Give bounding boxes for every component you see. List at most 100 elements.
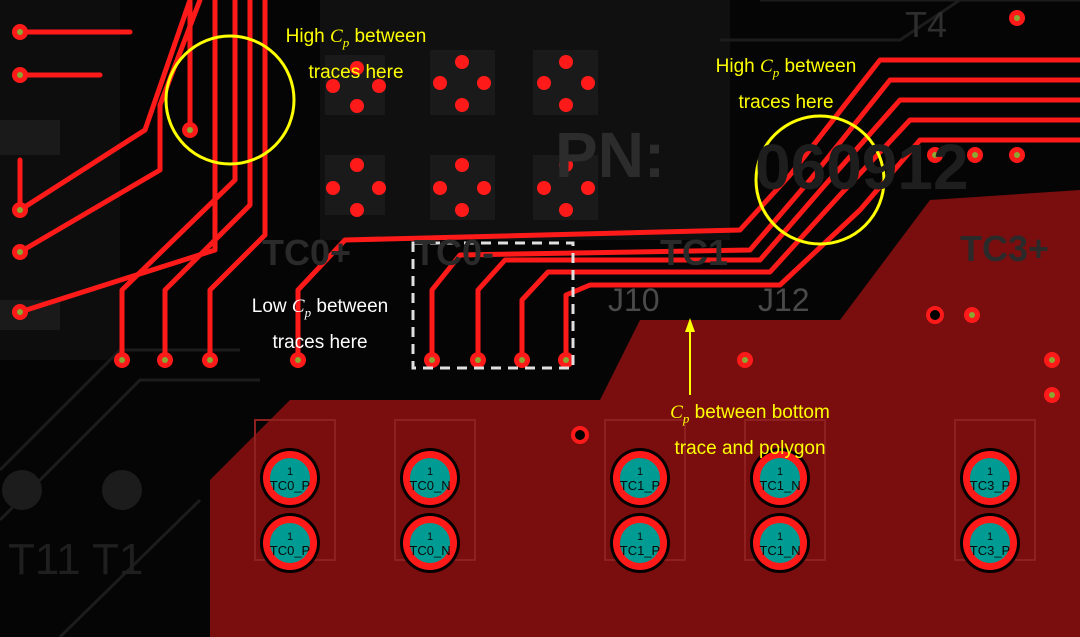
via-hole: [17, 72, 23, 78]
pad-label: TC3_P: [970, 478, 1010, 493]
polygon-arrow-head: [685, 318, 695, 332]
pad-label: TC0_P: [270, 543, 310, 558]
annotation-text: between: [349, 26, 427, 47]
trace: [17, 0, 203, 255]
annotation-line: Cp between bottom: [640, 398, 860, 434]
pad-label: TC3_P: [970, 543, 1010, 558]
via-hole: [17, 207, 23, 213]
annotation-subscript: p: [342, 35, 350, 50]
via: [350, 158, 364, 172]
pad-center: [620, 523, 660, 563]
annotation-symbol: C: [330, 26, 343, 47]
via-hole: [742, 357, 748, 363]
via: [326, 79, 340, 93]
pad-label: TC1_P: [620, 543, 660, 558]
bg-mount-circle: [102, 470, 142, 510]
annotation-subscript: p: [304, 305, 312, 320]
bg-trace: [0, 378, 260, 522]
via-hole: [207, 357, 213, 363]
via: [537, 76, 551, 90]
via-hole: [429, 357, 435, 363]
via: [559, 55, 573, 69]
pad-center: [970, 523, 1010, 563]
via-hole: [119, 357, 125, 363]
trace: [429, 77, 1080, 363]
via: [326, 181, 340, 195]
via-hole: [162, 357, 168, 363]
annotation-low-cp: Low Cp between traces here: [232, 292, 408, 358]
pad-center: [620, 458, 660, 498]
annotation-subscript: p: [682, 411, 690, 426]
signal-traces: [17, 0, 1080, 363]
bg-mount-circle: [2, 470, 42, 510]
silk-j12: J12: [758, 282, 810, 318]
via-hole: [187, 127, 193, 133]
pad-center: [270, 458, 310, 498]
annotation-line: High Cp between: [268, 22, 444, 58]
high-cp-circle-right: [754, 114, 886, 246]
pad-label: TC1_P: [620, 478, 660, 493]
via: [455, 55, 469, 69]
pad-label: TC0_N: [409, 543, 450, 558]
black-via-hole: [575, 430, 585, 440]
via-hole: [1049, 392, 1055, 398]
trace: [119, 0, 238, 363]
pad-label: TC1_N: [759, 478, 800, 493]
pad-number: 1: [287, 531, 293, 543]
via-holes: [17, 15, 1055, 398]
annotation-line: traces here: [738, 92, 834, 113]
pad-number: 1: [427, 531, 433, 543]
via-hole: [1014, 15, 1020, 21]
trace: [207, 0, 268, 363]
high-cp-circle-left: [164, 34, 296, 166]
trace: [563, 137, 1080, 363]
pad-number: 1: [777, 466, 783, 478]
pad-number: 1: [637, 466, 643, 478]
via-hole: [17, 309, 23, 315]
pad-center: [410, 523, 450, 563]
pad-center: [970, 458, 1010, 498]
component-square: [0, 120, 60, 155]
pad-number: 1: [287, 466, 293, 478]
via: [350, 61, 364, 75]
via: [350, 203, 364, 217]
via-hole: [972, 152, 978, 158]
via: [372, 181, 386, 195]
via: [581, 181, 595, 195]
trace: [519, 117, 1080, 363]
annotation-line: High Cp between: [698, 52, 874, 88]
annotation-text: between: [311, 296, 389, 317]
annotation-line: trace and polygon: [674, 438, 826, 459]
via: [559, 158, 573, 172]
trace: [17, 0, 218, 315]
bg-trace: [720, 0, 961, 42]
annotation-text: High: [285, 26, 331, 47]
pad-number: 1: [427, 466, 433, 478]
annotation-subscript: p: [772, 65, 780, 80]
annotation-high-cp-left: High Cp between traces here: [268, 22, 444, 88]
pad-label: TC0_P: [270, 478, 310, 493]
via-hole: [17, 249, 23, 255]
vias: [12, 10, 1060, 444]
via-hole: [475, 357, 481, 363]
tht-pad-group: 1TC0_P1TC0_N1TC1_P1TC1_N1TC3_P1TC0_P1TC0…: [260, 448, 1020, 573]
pad-center: [760, 458, 800, 498]
annotation-text: High: [715, 56, 761, 77]
silk-tc0-minus: TC0-: [414, 232, 494, 273]
via: [372, 79, 386, 93]
annotation-text: Low: [251, 296, 292, 317]
annotation-line: Low Cp between: [232, 292, 408, 328]
via-hole: [1014, 152, 1020, 158]
annotation-cp-polygon: Cp between bottom trace and polygon: [640, 398, 860, 464]
bottom-left-circles: [2, 470, 142, 510]
silk-t4: T4: [905, 4, 948, 45]
